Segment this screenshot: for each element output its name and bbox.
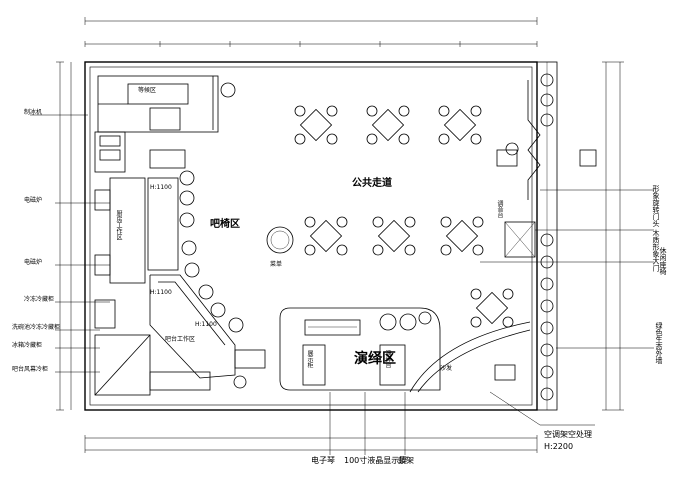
left-callout-7: 制冰机 (24, 109, 43, 116)
performance-stage (279, 307, 531, 393)
leisure-callout: 休闲座椅 (659, 247, 667, 275)
stage-label: 演绎台 (384, 350, 391, 368)
left-callout-6: 吧台风幕冷柜 (12, 366, 49, 373)
public-walkway-label: 公共走道 (352, 178, 392, 189)
leader-lines (30, 114, 654, 455)
drums-callout: 鼓架 (398, 456, 414, 465)
kitchen-station-label: 厨房工作区 (115, 210, 122, 240)
height-label-3: H:1100 (195, 321, 217, 328)
performance-area-label: 演绎区 (354, 351, 396, 367)
bar-station-label: 吧台工作区 (165, 336, 196, 343)
green-wall-callout: 绿色生态外墙 (655, 322, 663, 364)
dimension-lines (56, 17, 624, 453)
service-block (94, 75, 236, 173)
height-label-1: H:1100 (150, 184, 172, 191)
green-wall (527, 61, 558, 411)
lcd-callout: 100寸液晶显示屏 (344, 456, 408, 465)
dining-area-label: 吧椅区 (210, 219, 240, 230)
entrance-gate (496, 142, 597, 258)
height-label-2: H:1100 (150, 289, 172, 296)
sofa-label: 沙发 (440, 365, 453, 372)
waiting-area-label: 等候区 (138, 87, 157, 94)
gate-callout: 形象旋转门头 木质形象大门 (652, 185, 660, 272)
round-table (266, 226, 294, 254)
menu-label: 菜单 (270, 261, 283, 268)
dj-label: 调音台 (496, 200, 503, 218)
ac-note-callout: 空调架空处理 (544, 430, 592, 439)
left-callout-4: 洗碗池冷冻冷藏柜 (12, 324, 61, 331)
ac-height-callout: H:2200 (544, 442, 574, 451)
keyboard-callout: 电子琴 (311, 456, 335, 465)
left-callout-5: 冰箱冷藏柜 (12, 342, 43, 349)
table-sets (294, 105, 514, 328)
bar-counter (94, 170, 266, 396)
kitchen-area (94, 149, 186, 284)
display-label: 展示柜 (306, 350, 313, 368)
left-callout-2: 电磁炉 (24, 259, 43, 266)
left-callout-1: 电磁炉 (24, 197, 43, 204)
left-callout-3: 冷冻冷藏柜 (24, 296, 55, 303)
